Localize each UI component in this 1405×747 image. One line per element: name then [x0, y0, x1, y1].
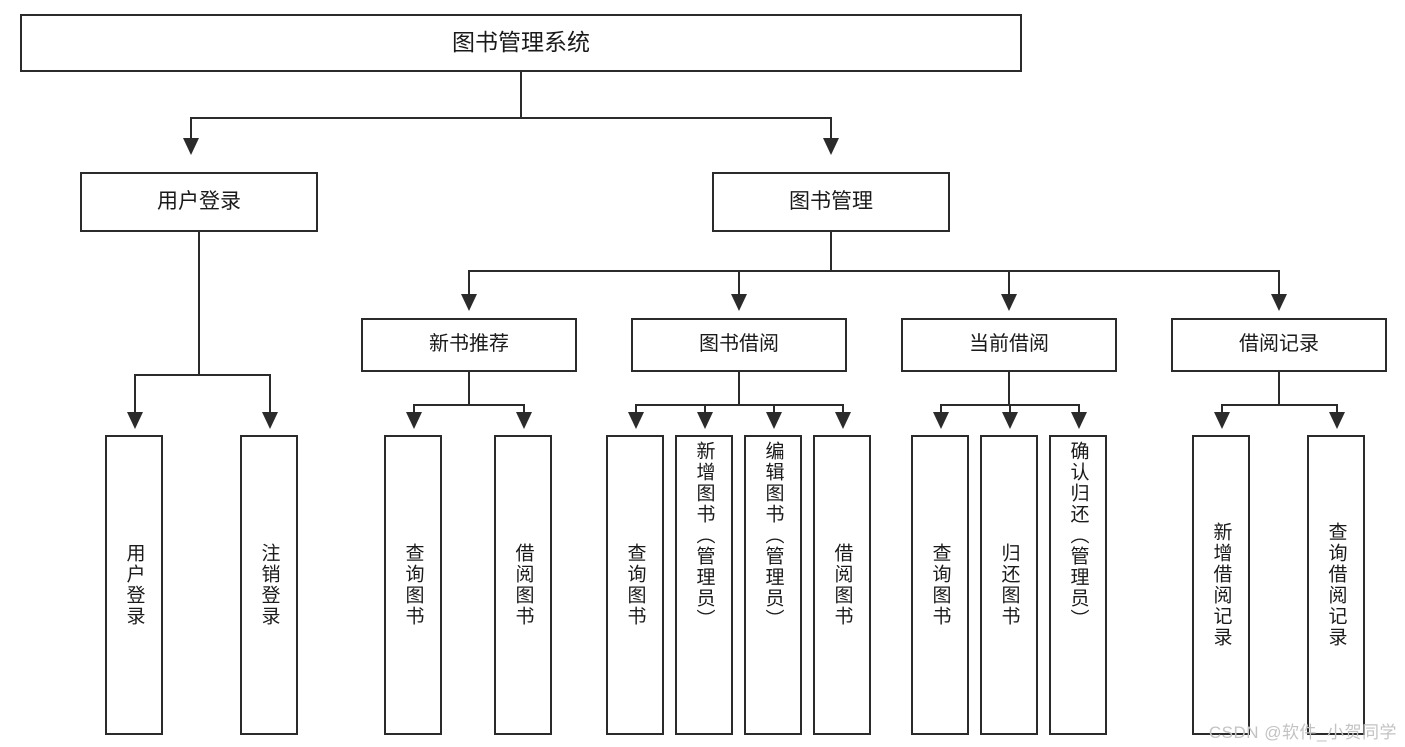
node-label: 用户登录: [157, 189, 241, 213]
connector-bm-to-current-borrow: [1008, 270, 1010, 295]
connector-bm-to-borrow-record: [1278, 270, 1280, 295]
connector-user-login-to-leaf-2: [269, 374, 271, 414]
leaf-borrow-book[interactable]: 借阅图书: [813, 435, 871, 735]
arrowhead-bm-borrow-record: [1271, 294, 1287, 311]
node-label: 当前借阅: [969, 333, 1049, 356]
connector-bb-to-leaf-3: [773, 404, 775, 414]
arrowhead-bb-leaf-3: [766, 412, 782, 429]
connector-cb-to-leaf-1: [940, 404, 942, 414]
arrowhead-user-login-leaf-1: [127, 412, 143, 429]
leaf-query-book-borrow[interactable]: 查询图书: [606, 435, 664, 735]
arrowhead-cb-leaf-1: [933, 412, 949, 429]
arrowhead-bb-leaf-4: [835, 412, 851, 429]
arrowhead-bb-leaf-2: [697, 412, 713, 429]
node-label: 用户登录: [123, 543, 145, 627]
connector-root-stem: [520, 72, 522, 118]
arrowhead-br-leaf-1: [1214, 412, 1230, 429]
node-label: 借阅图书: [831, 543, 853, 627]
node-label: 图书管理: [789, 189, 873, 213]
connector-book-management-bus: [468, 270, 1280, 272]
arrowhead-cb-leaf-3: [1071, 412, 1087, 429]
arrowhead-new-book-leaf-2: [516, 412, 532, 429]
arrowhead-bm-book-borrow: [731, 294, 747, 311]
connector-borrow-record-stem: [1278, 372, 1280, 405]
node-label: 注销登录: [258, 543, 280, 627]
leaf-return-book[interactable]: 归还图书: [980, 435, 1038, 735]
connector-user-login-to-leaf-1: [134, 374, 136, 414]
leaf-add-borrow-record[interactable]: 新增借阅记录: [1192, 435, 1250, 735]
leaf-query-borrow-record[interactable]: 查询借阅记录: [1307, 435, 1365, 735]
node-label: 新增借阅记录: [1210, 522, 1232, 648]
node-book-management[interactable]: 图书管理: [712, 172, 950, 232]
node-user-login[interactable]: 用户登录: [80, 172, 318, 232]
arrowhead-bb-leaf-1: [628, 412, 644, 429]
node-label: 查询图书: [929, 543, 951, 627]
node-label: 查询图书: [402, 543, 424, 627]
leaf-user-login[interactable]: 用户登录: [105, 435, 163, 735]
connector-new-book-bus: [413, 404, 525, 406]
leaf-borrow-book-recommend[interactable]: 借阅图书: [494, 435, 552, 735]
node-label: 编辑图书（管理员）: [762, 441, 784, 630]
leaf-add-book-admin[interactable]: 新增图书（管理员）: [675, 435, 733, 735]
connector-cb-to-leaf-2: [1009, 404, 1011, 414]
connector-root-to-book-management: [830, 117, 832, 139]
node-label: 新书推荐: [429, 333, 509, 356]
leaf-edit-book-admin[interactable]: 编辑图书（管理员）: [744, 435, 802, 735]
node-label: 新增图书（管理员）: [693, 441, 715, 630]
node-new-book-recommend[interactable]: 新书推荐: [361, 318, 577, 372]
connector-new-book-stem: [468, 372, 470, 405]
arrowhead-bm-current-borrow: [1001, 294, 1017, 311]
node-current-borrow[interactable]: 当前借阅: [901, 318, 1117, 372]
connector-bb-to-leaf-2: [704, 404, 706, 414]
connector-bm-to-book-borrow: [738, 270, 740, 295]
node-borrow-record[interactable]: 借阅记录: [1171, 318, 1387, 372]
connector-new-book-to-leaf-2: [523, 404, 525, 414]
node-label: 图书管理系统: [452, 29, 590, 56]
connector-book-borrow-stem: [738, 372, 740, 405]
connector-br-to-leaf-2: [1336, 404, 1338, 414]
connector-book-management-stem: [830, 232, 832, 271]
arrowhead-bm-new-book: [461, 294, 477, 311]
node-label: 图书借阅: [699, 333, 779, 356]
connector-borrow-record-bus: [1221, 404, 1338, 406]
arrowhead-root-to-user-login: [183, 138, 199, 155]
connector-new-book-to-leaf-1: [413, 404, 415, 414]
arrowhead-new-book-leaf-1: [406, 412, 422, 429]
arrowhead-br-leaf-2: [1329, 412, 1345, 429]
arrowhead-user-login-leaf-2: [262, 412, 278, 429]
connector-bb-to-leaf-4: [842, 404, 844, 414]
leaf-query-book-current[interactable]: 查询图书: [911, 435, 969, 735]
node-label: 查询借阅记录: [1325, 522, 1347, 648]
node-label: 查询图书: [624, 543, 646, 627]
leaf-logout[interactable]: 注销登录: [240, 435, 298, 735]
leaf-query-book-recommend[interactable]: 查询图书: [384, 435, 442, 735]
node-label: 归还图书: [998, 543, 1020, 627]
connector-book-borrow-bus: [635, 404, 843, 406]
connector-current-borrow-stem: [1008, 372, 1010, 405]
connector-cb-to-leaf-3: [1078, 404, 1080, 414]
connector-bb-to-leaf-1: [635, 404, 637, 414]
arrowhead-root-to-book-management: [823, 138, 839, 155]
node-label: 确认归还（管理员）: [1067, 441, 1089, 630]
node-book-borrow[interactable]: 图书借阅: [631, 318, 847, 372]
leaf-confirm-return-admin[interactable]: 确认归还（管理员）: [1049, 435, 1107, 735]
connector-root-bus: [190, 117, 832, 119]
arrowhead-cb-leaf-2: [1002, 412, 1018, 429]
connector-bm-to-new-book: [468, 270, 470, 295]
node-label: 借阅记录: [1239, 333, 1319, 356]
connector-br-to-leaf-1: [1221, 404, 1223, 414]
connector-user-login-bus: [134, 374, 270, 376]
node-label: 借阅图书: [512, 543, 534, 627]
node-root-book-management-system[interactable]: 图书管理系统: [20, 14, 1022, 72]
connector-user-login-stem: [198, 232, 200, 375]
connector-root-to-user-login: [190, 117, 192, 139]
